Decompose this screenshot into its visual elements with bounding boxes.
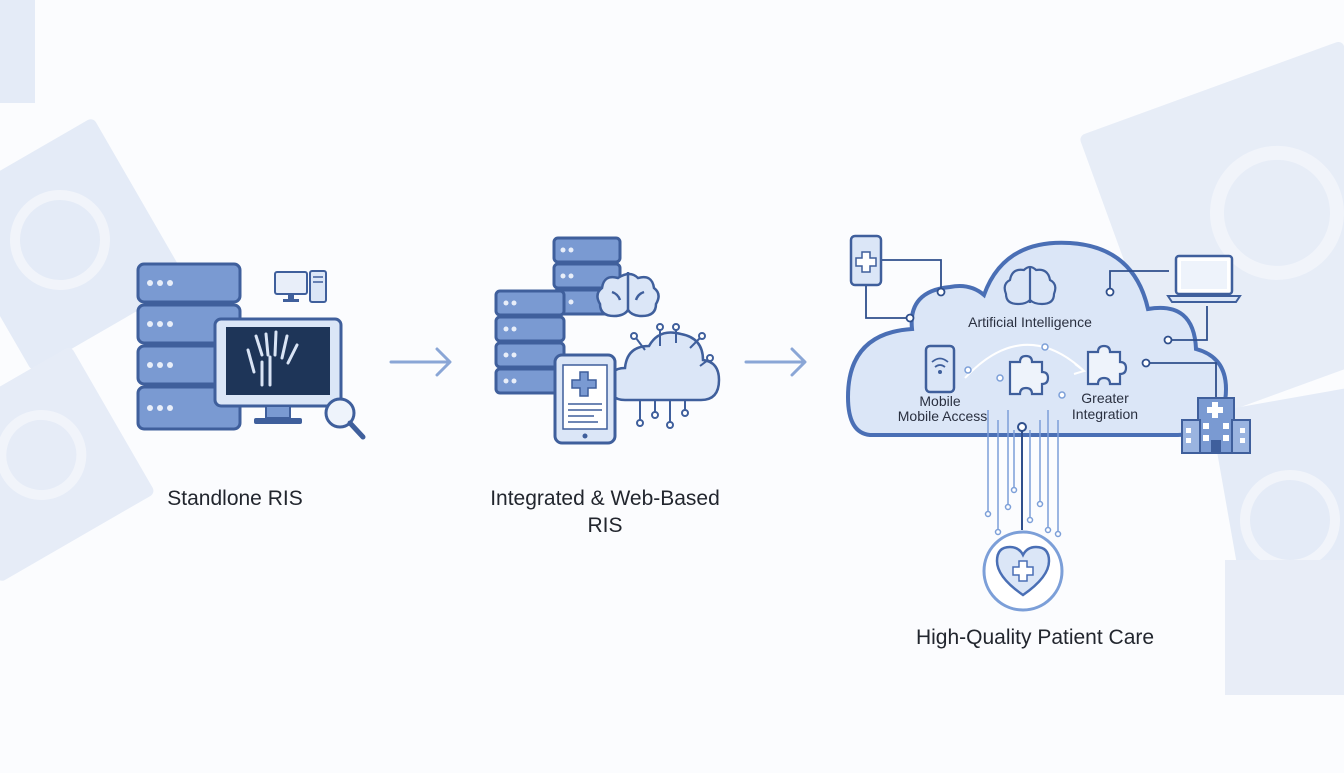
ai-brain-icon [1003,265,1057,306]
mobile-access-label: Mobile Access [897,408,988,424]
cloud-inner-dots [964,343,1066,399]
mobile-phone-icon [924,344,956,394]
puzzle-icon [1008,354,1050,396]
ai-label: Artificial Intelligence [968,314,1092,330]
arrow-right-icon [389,347,452,377]
cloud-icon [607,323,721,429]
stage-label-integrated-line2: RIS [587,514,623,537]
integrated-server-stack-bottom [494,289,566,395]
data-streams [984,410,1062,538]
patient-care-heart-icon [982,530,1064,612]
brain-icon [596,272,660,318]
arc-link [964,343,1087,379]
stage-label-standalone: Standlone RIS [167,487,303,510]
magnifier-icon [324,397,366,440]
greater-integration-line2: Integration [1071,406,1139,422]
stage-label-integrated-line1: Integrated & Web-Based [490,487,720,510]
smartphone-icon [849,234,883,287]
greater-integration-line1: Greater [1081,390,1129,406]
outcome-label: High-Quality Patient Care [915,626,1155,649]
laptop-icon [1166,254,1242,303]
desktop-icon [274,270,327,303]
hospital-icon [1181,397,1251,454]
cloud-connectors [865,259,1217,398]
monitor-xray-icon [213,317,343,424]
center-connector [1017,422,1027,530]
tablet-icon [553,353,617,445]
mobile-icon-label: Mobile [919,393,961,409]
puzzle-icon-2 [1086,344,1128,386]
arrow-right-icon-2 [744,347,807,377]
